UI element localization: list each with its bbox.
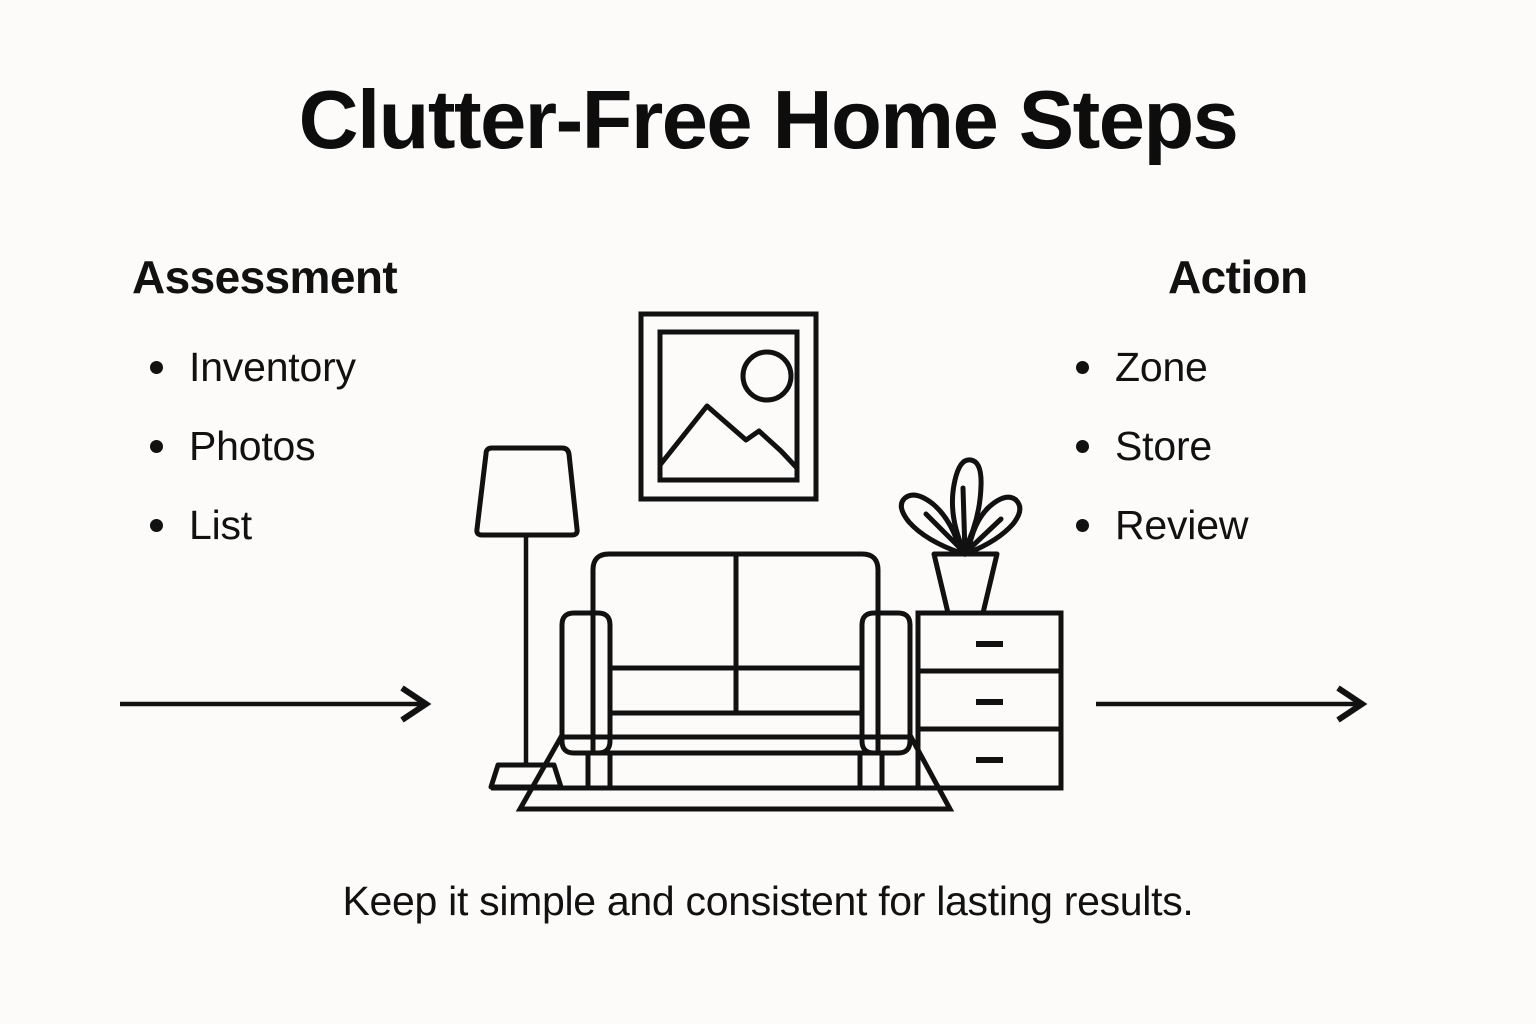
action-heading: Action [1168, 251, 1308, 303]
list-item: Zone [1058, 343, 1438, 390]
potted-plant-icon [898, 457, 1023, 616]
list-item-label: Inventory [189, 343, 356, 390]
action-list: Zone Store Review [1058, 343, 1438, 548]
bullet-dot-icon [150, 439, 163, 453]
left-flow-arrow [119, 684, 432, 729]
arrow-right-icon [1095, 685, 1368, 723]
sofa-icon [559, 551, 913, 787]
bullet-dot-icon [150, 518, 163, 532]
list-item-label: Photos [189, 422, 316, 469]
action-column: Action Zone Store Review [1058, 252, 1438, 546]
living-room-illustration-svg [474, 311, 1064, 791]
assessment-list: Inventory Photos List [132, 343, 512, 548]
bullet-dot-icon [1076, 360, 1089, 374]
list-item: Review [1058, 501, 1438, 548]
list-item-label: Review [1115, 501, 1249, 548]
list-item: List [132, 501, 512, 548]
list-item-label: Store [1115, 422, 1212, 469]
area-rug-icon [515, 734, 955, 812]
arrow-right-icon [119, 685, 432, 723]
assessment-heading: Assessment [132, 251, 398, 303]
list-item: Store [1058, 422, 1438, 469]
caption-text: Keep it simple and consistent for lastin… [342, 878, 1194, 924]
bullet-dot-icon [1076, 439, 1089, 453]
page-title: Clutter-Free Home Steps [298, 73, 1239, 166]
bullet-dot-icon [1076, 518, 1089, 532]
list-item: Photos [132, 422, 512, 469]
list-item: Inventory [132, 343, 512, 390]
living-room-line-art [460, 288, 1090, 823]
framed-picture-icon [638, 311, 819, 502]
assessment-column: Assessment Inventory Photos List [132, 252, 512, 546]
list-item-label: Zone [1115, 343, 1208, 390]
area-rug [500, 722, 980, 832]
list-item-label: List [189, 501, 253, 548]
right-flow-arrow [1095, 684, 1368, 729]
bullet-dot-icon [150, 360, 163, 374]
